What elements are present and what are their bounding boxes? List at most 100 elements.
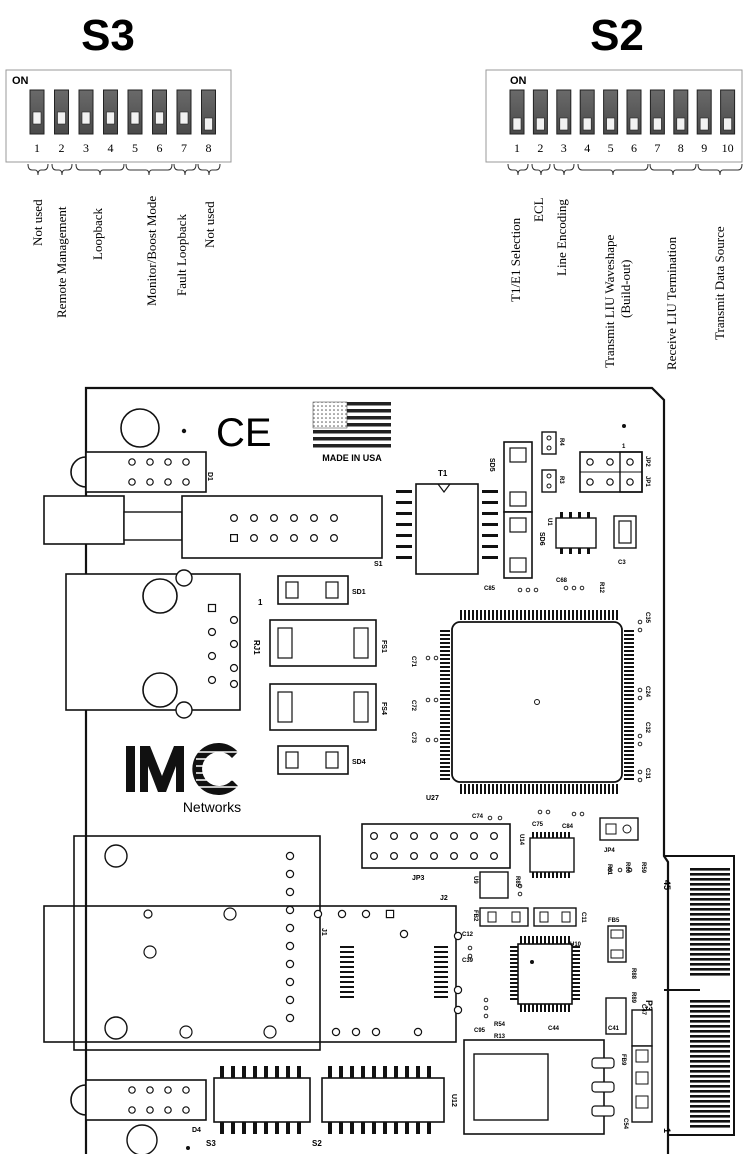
dip-switch-number: 3 [83,141,89,155]
r54-label: R54 [494,1022,506,1028]
mounting-hole [120,408,160,448]
c3-label: C3 [618,560,626,566]
s2-function-label: Transmit LIU Waveshape [602,235,617,368]
pin-pad [182,478,190,486]
c85-label: C85 [484,586,496,592]
jp2-label: JP2 [644,456,650,467]
dip-switch-knob [559,117,569,131]
u1-label: U1 [546,518,552,526]
mounting-hole [104,844,128,868]
jp3-label: JP3 [412,875,425,882]
dip-switch-number: 6 [631,141,637,155]
pin-pad [285,977,295,987]
pin-pad [250,513,259,522]
pin-pad [450,831,459,840]
pin-pad [285,905,295,915]
pin-pad [430,851,439,860]
s2-board-label: S2 [312,1139,322,1148]
dip-switch-knob [106,111,115,125]
pin-pad [182,1086,190,1094]
pin-pad [285,923,295,933]
pin-pad [182,1106,190,1114]
s2-function-label: ECL [531,197,546,222]
jp1-label: JP1 [644,476,650,487]
s1-label: S1 [374,561,383,568]
pin-pad [313,909,323,919]
r89-label: R89 [630,992,636,1004]
c11-label: C11 [580,912,586,923]
c54-label: C54 [622,1118,628,1130]
c41-label: C41 [608,1026,620,1032]
s2-function-label: Line Encoding [554,199,569,276]
pin-pad [413,1027,423,1037]
pin-pad [490,851,499,860]
pin-pad [207,603,217,613]
pin-pad [290,533,299,542]
r85-label: R85 [514,876,520,888]
pin-pad [270,513,279,522]
dip-switch-knob [204,117,213,131]
r61-label: R61 [606,864,612,876]
edge-connector-fingers [690,868,730,1128]
imc-logo [126,743,238,796]
dip-switch-number: 8 [678,141,684,155]
pin-label: 1 [622,444,626,450]
c24-label: C24 [644,686,650,698]
dip-switch-knob [57,111,66,125]
jp4-label: JP4 [604,848,615,854]
pin-pad [182,458,190,466]
group-brace [125,163,173,176]
dip-switch-number: 3 [561,141,567,155]
dip-switch-number: 8 [206,141,212,155]
pin-pad [285,1013,295,1023]
dip-switch-knob [81,111,91,125]
dip-switch-knob [536,117,545,131]
pin-pad [470,831,479,840]
s3-braces [27,163,221,176]
pin-pad [128,1086,136,1094]
pin-pad [229,639,239,649]
dip-switch-number: 5 [608,141,614,155]
pin-pad [351,1027,361,1037]
pin-pad [207,651,217,661]
c71-label: C71 [410,656,416,668]
c68-label: C68 [556,578,568,584]
r3-label: R3 [558,476,564,484]
dip-switch-knob [512,117,522,131]
c12-label: C12 [462,932,474,938]
mounting-hole [142,578,178,614]
r3-resistor [541,469,557,493]
pin-pad [146,478,154,486]
pin-label: 1 [662,1128,672,1133]
dip-switch-knob [629,117,639,131]
j1-label: J1 [320,928,327,936]
group-brace [553,163,575,176]
group-brace [51,163,73,176]
sd5-label: SD5 [488,458,495,472]
via-dot [181,428,187,434]
sd1-label: SD1 [352,589,366,596]
dip-switch-number: 1 [514,141,520,155]
pin-pad [410,831,419,840]
fs1-label: FS1 [380,640,387,653]
pin-pad [230,513,239,522]
t1-transformer [415,483,479,575]
pin-pad [626,478,634,486]
dip-switch-knob [606,117,615,131]
c41-capacitor [605,997,627,1035]
group-brace [531,163,551,176]
s3-function-label: Loopback [90,208,105,260]
r4-resistor [541,431,557,455]
pin-pad [128,458,136,466]
usa-flag-icon [312,401,391,450]
brand-sub-label: Networks [183,799,241,815]
s3-heading: S3 [81,11,135,60]
dip-switch-knob [32,111,42,125]
dip-switch-number: 7 [181,141,187,155]
fs4-label: FS4 [380,702,387,715]
j2-label: J2 [440,895,448,902]
pin-pad [290,513,299,522]
dip-switch-number: 2 [537,141,543,155]
pin-pad [361,909,371,919]
